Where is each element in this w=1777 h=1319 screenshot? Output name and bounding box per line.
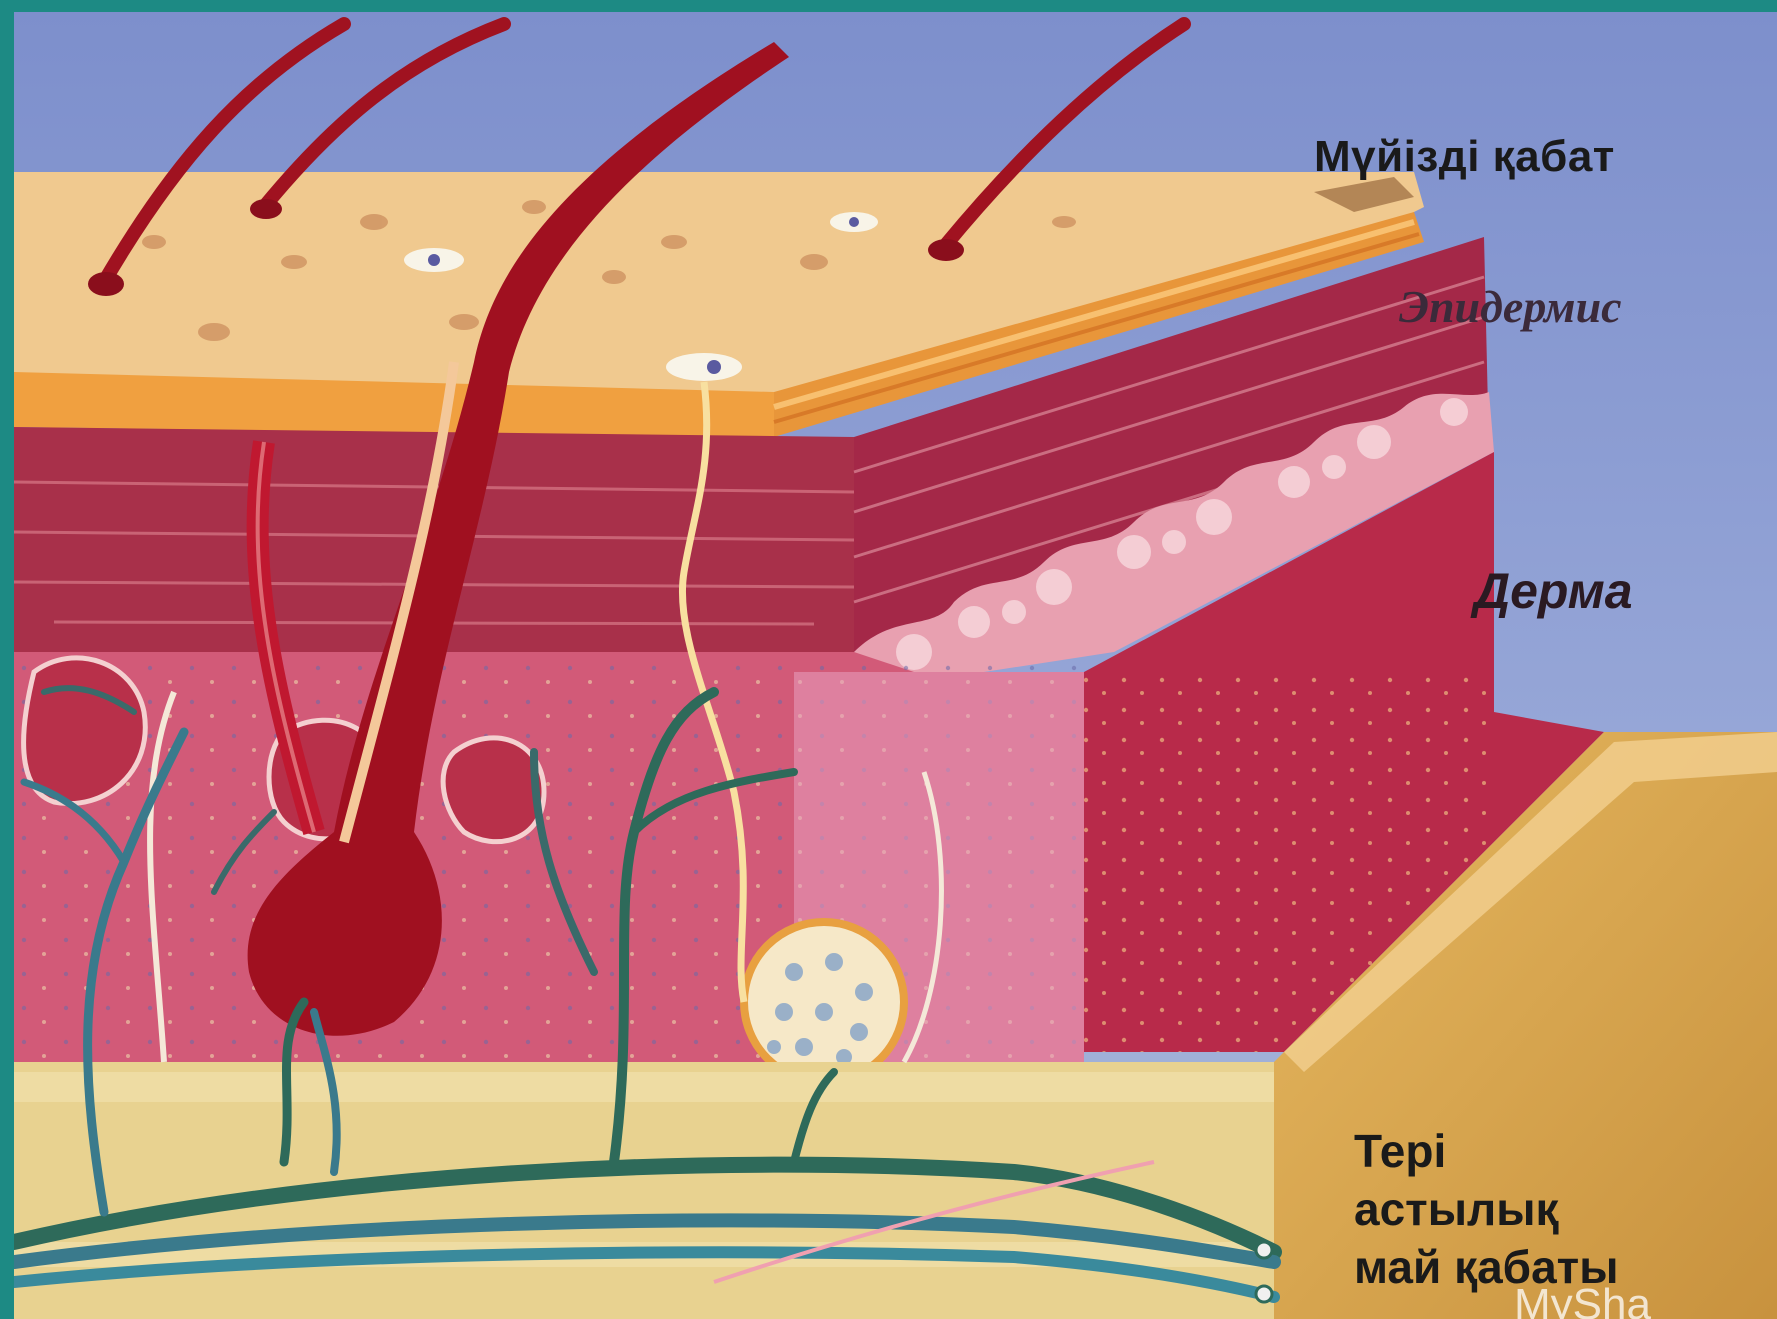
label-subcutaneous-fat: Тері астылық май қабаты [1354, 1122, 1618, 1296]
label-subcutaneous-line-1: Тері [1354, 1122, 1618, 1180]
watermark: MySha [1514, 1280, 1651, 1319]
label-dermis: Дерма [1474, 562, 1633, 620]
label-epidermis: Эпидермис [1399, 280, 1622, 333]
skin-cross-section-diagram: Мүйізді қабат Эпидермис Дерма Тері астыл… [14, 12, 1777, 1319]
sebaceous-gland [744, 922, 904, 1082]
label-subcutaneous-line-2: астылық [1354, 1180, 1618, 1238]
label-horny-layer: Мүйізді қабат [1314, 132, 1615, 182]
